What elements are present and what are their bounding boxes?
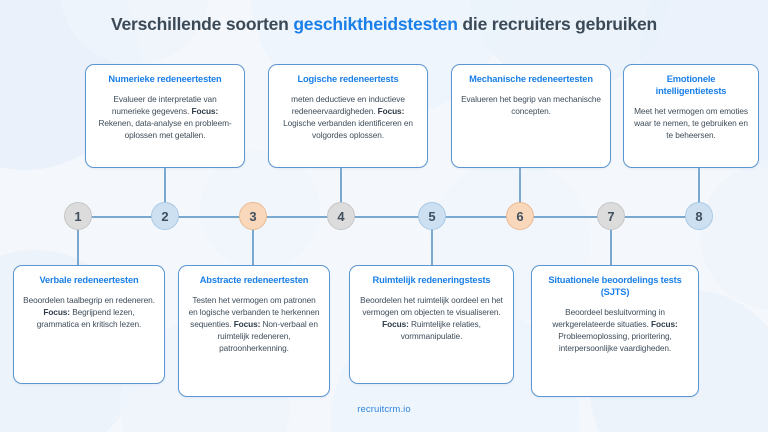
- card-top-3: Mechanische redeneertesten Evalueren het…: [451, 64, 611, 168]
- connector-node-8-up: [698, 168, 700, 216]
- card-bottom-2-body: Testen het vermogen om patronen en logis…: [188, 294, 320, 353]
- timeline-node-2-label: 2: [161, 208, 169, 224]
- card-bottom-1: Verbale redeneertesten Beoordelen taalbe…: [13, 265, 165, 384]
- card-top-2-body: meten deductieve en inductieve redeneerv…: [283, 93, 413, 140]
- timeline-node-7[interactable]: 7: [597, 202, 625, 230]
- timeline-node-6-label: 6: [516, 208, 524, 224]
- footer-brand-label: recruitcrm.io: [357, 404, 411, 415]
- timeline-node-2[interactable]: 2: [151, 202, 179, 230]
- connector-node-2-up: [164, 168, 166, 216]
- card-top-1-body: Evalueer de interpretatie van numerieke …: [98, 93, 232, 140]
- footer-brand[interactable]: recruitcrm.io: [0, 404, 768, 415]
- card-bottom-3-body: Beoordelen het ruimtelijk oordeel en het…: [360, 294, 503, 341]
- timeline-node-5[interactable]: 5: [418, 202, 446, 230]
- page-title: Verschillende soorten geschiktheidsteste…: [0, 14, 768, 35]
- timeline-node-8[interactable]: 8: [685, 202, 713, 230]
- card-top-3-body: Evalueren het begrip van mechanische con…: [461, 93, 601, 116]
- card-bottom-3-heading: Ruimtelijk redeneringstests: [372, 275, 491, 285]
- page-title-after: die recruiters gebruiken: [457, 14, 658, 34]
- card-bottom-2: Abstracte redeneertesten Testen het verm…: [178, 265, 330, 397]
- card-top-3-heading: Mechanische redeneertesten: [469, 74, 593, 84]
- card-top-4-heading: Emotionele intelligentietests: [655, 74, 727, 96]
- timeline-node-8-label: 8: [695, 208, 703, 224]
- timeline-node-4[interactable]: 4: [327, 202, 355, 230]
- card-top-1: Numerieke redeneertesten Evalueer de int…: [85, 64, 245, 168]
- card-bottom-4-body: Beoordeel besluitvorming in werkgerelate…: [552, 306, 678, 353]
- card-bottom-2-heading: Abstracte redeneertesten: [199, 275, 309, 285]
- card-top-1-heading: Numerieke redeneertesten: [108, 74, 222, 84]
- card-top-2: Logische redeneertests meten deductieve …: [268, 64, 428, 168]
- card-top-2-heading: Logische redeneertests: [297, 74, 399, 84]
- connector-node-7-down: [610, 217, 612, 265]
- connector-node-1-down: [77, 217, 79, 265]
- timeline-node-5-label: 5: [428, 208, 436, 224]
- card-bottom-1-heading: Verbale redeneertesten: [39, 275, 139, 285]
- timeline-node-1-label: 1: [74, 208, 82, 224]
- timeline-node-6[interactable]: 6: [506, 202, 534, 230]
- card-bottom-4: Situationele beoordelings tests (SJTS) B…: [531, 265, 699, 397]
- card-bottom-1-body: Beoordelen taalbegrip en redeneren. Focu…: [23, 294, 155, 329]
- timeline-node-4-label: 4: [337, 208, 345, 224]
- timeline-rail: [72, 216, 696, 218]
- card-bottom-3: Ruimtelijk redeneringstests Beoordelen h…: [349, 265, 514, 384]
- card-top-4: Emotionele intelligentietests Meet het v…: [623, 64, 759, 168]
- timeline-node-1[interactable]: 1: [64, 202, 92, 230]
- timeline-node-3-label: 3: [249, 208, 257, 224]
- page-title-before: Verschillende soorten: [110, 14, 294, 34]
- card-bottom-4-heading: Situationele beoordelings tests (SJTS): [548, 275, 682, 297]
- timeline-node-7-label: 7: [607, 208, 615, 224]
- timeline-node-3[interactable]: 3: [239, 202, 267, 230]
- card-top-4-body: Meet het vermogen om emoties waar te nem…: [634, 105, 748, 140]
- connector-node-4-up: [340, 168, 342, 216]
- page-title-highlight: geschiktheidstesten: [293, 14, 458, 34]
